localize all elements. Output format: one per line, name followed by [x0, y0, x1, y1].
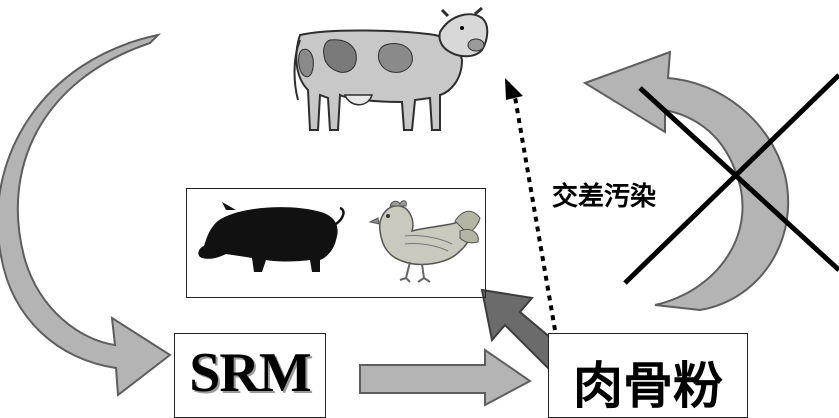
cross-mark-icon — [623, 73, 839, 285]
srm-box: SRM — [174, 333, 326, 418]
meat-bone-meal-box: 肉骨粉 — [548, 333, 748, 418]
srm-to-mbm-arrow — [359, 348, 532, 407]
meat-bone-meal-label: 肉骨粉 — [573, 357, 723, 415]
mbm-to-cow-arrow-banned — [582, 50, 790, 312]
cross-contamination-arrow — [505, 78, 557, 331]
pig-icon — [198, 202, 345, 272]
srm-label: SRM — [189, 342, 311, 404]
chicken-icon — [368, 200, 481, 283]
mbm-to-animals-arrow — [480, 288, 567, 370]
cow-to-srm-arrow — [0, 33, 172, 397]
cross-contamination-label: 交差汚染 — [552, 182, 657, 212]
pig-chicken-panel — [186, 188, 486, 298]
cow-icon — [293, 6, 489, 131]
